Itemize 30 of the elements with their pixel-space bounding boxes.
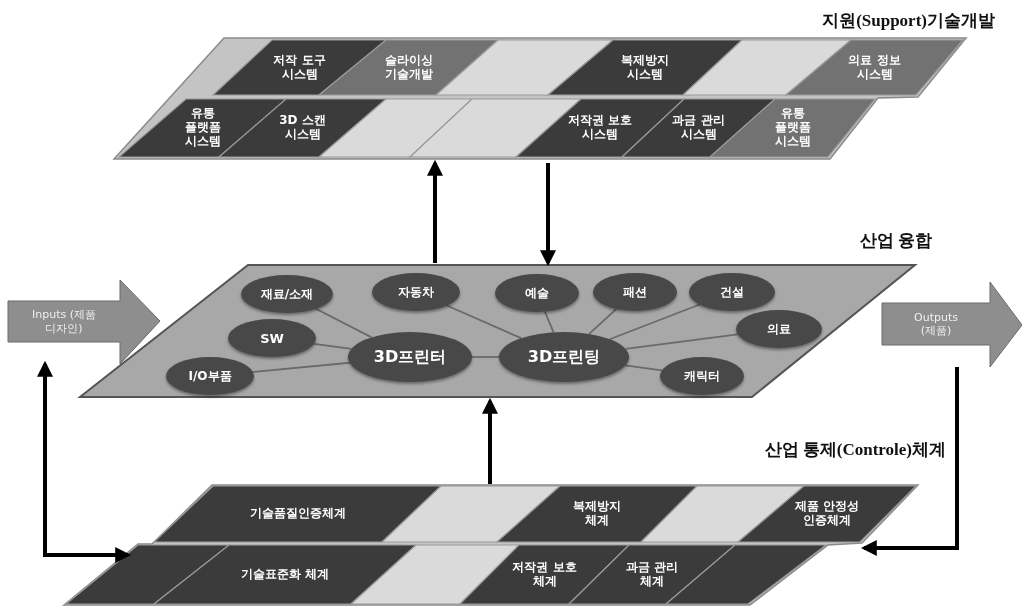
connector-line — [608, 303, 701, 341]
connector-line — [252, 361, 351, 373]
platform-tile — [436, 40, 613, 95]
arrow — [427, 159, 443, 263]
arrow — [37, 360, 132, 563]
arrow — [540, 163, 556, 267]
platform-tile: 복제방지 시스템 — [548, 40, 742, 95]
block-arrow: Outputs (제품) — [882, 282, 1022, 367]
platform-tile: 복제방지 체계 — [497, 486, 697, 542]
connector-line — [315, 307, 373, 339]
platform-tile: 저작 도구 시스템 — [213, 40, 386, 95]
arrow — [482, 397, 498, 484]
platform-tile: 기술품질인증체계 — [154, 486, 441, 542]
platform-tile — [66, 545, 229, 604]
platform-tile: 기술표준화 체계 — [154, 545, 416, 604]
block-arrow: Inputs (제품 디자인) — [8, 280, 160, 364]
connector-line — [624, 364, 663, 372]
connector-line — [313, 342, 353, 350]
platform-tile: 의료 정보 시스템 — [786, 40, 963, 95]
arrow — [860, 367, 959, 556]
connector-line — [471, 356, 500, 358]
platform-tile — [382, 486, 560, 542]
platform-tile: 제품 안정성 인증체계 — [738, 486, 916, 542]
platform-heading: 산업 융합 — [859, 230, 932, 252]
connector-line — [445, 304, 523, 340]
connector-line — [588, 308, 618, 335]
connector-line — [543, 310, 555, 334]
platform-heading: 지원(Support)기술개발 — [822, 10, 995, 32]
connector-line — [624, 333, 739, 350]
platform-heading: 산업 통제(Controle)체계 — [764, 439, 946, 461]
